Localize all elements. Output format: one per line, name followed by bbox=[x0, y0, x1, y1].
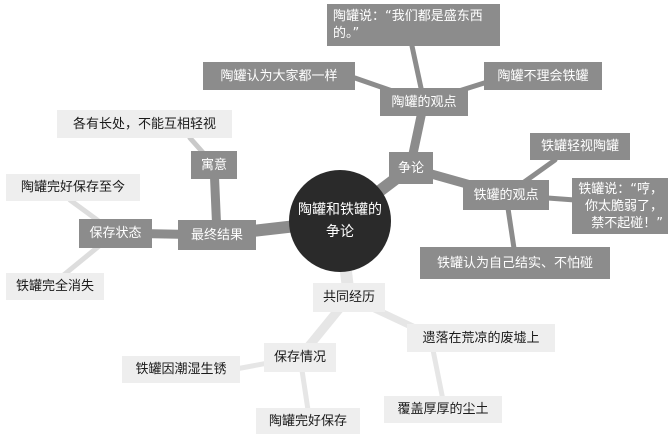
leaf-tao-think: 陶罐认为大家都一样 bbox=[203, 62, 355, 90]
branch-final: 最终结果 bbox=[178, 220, 256, 250]
leaf-tie-say: 铁罐说：“哼，你太脆弱了，禁不起碰！” bbox=[572, 178, 668, 234]
leaf-tie-gone: 铁罐完全消失 bbox=[6, 273, 104, 300]
leaf-tie-rust: 铁罐因潮湿生锈 bbox=[122, 356, 240, 383]
branch-meaning: 寓意 bbox=[191, 151, 237, 179]
branch-tao-view: 陶罐的观点 bbox=[380, 88, 468, 116]
leaf-lesson: 各有长处，不能互相轻视 bbox=[57, 110, 232, 138]
branch-shared: 共同经历 bbox=[313, 283, 385, 312]
branch-dispute: 争论 bbox=[389, 152, 433, 184]
leaf-dust: 覆盖厚厚的尘土 bbox=[384, 396, 502, 423]
leaf-left-ruins: 遗落在荒凉的废墟上 bbox=[407, 324, 555, 352]
central-topic: 陶罐和铁罐的 争论 bbox=[289, 170, 391, 272]
branch-state: 保存状态 bbox=[79, 219, 152, 248]
branch-preserve: 保存情况 bbox=[264, 343, 336, 372]
leaf-tie-despise: 铁罐轻视陶罐 bbox=[530, 133, 630, 160]
leaf-tao-intact: 陶罐完好保存至今 bbox=[6, 174, 140, 201]
leaf-tie-think: 铁罐认为自己结实、不怕碰 bbox=[420, 247, 610, 279]
leaf-tao-say: 陶罐说：“我们都是盛东西的。” bbox=[327, 4, 500, 46]
leaf-tao-kept: 陶罐完好保存 bbox=[256, 408, 360, 434]
branch-tie-view: 铁罐的观点 bbox=[463, 180, 549, 210]
leaf-tao-ignore: 陶罐不理会铁罐 bbox=[484, 62, 602, 90]
